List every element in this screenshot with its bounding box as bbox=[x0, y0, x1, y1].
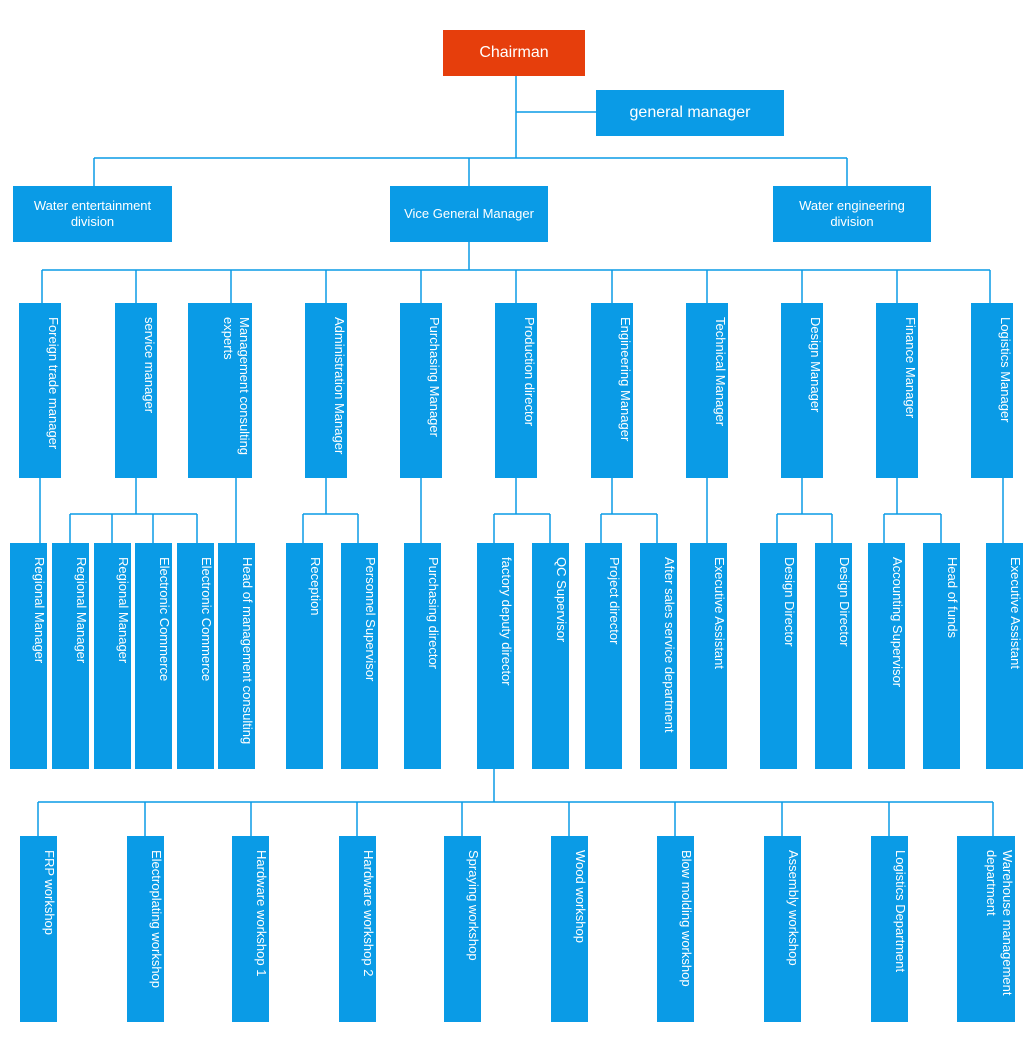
node-logistics-manager: Logistics Manager bbox=[971, 303, 1013, 478]
node-management-consulting-experts: Management consulting experts bbox=[188, 303, 252, 478]
node-hardware-workshop-2: Hardware workshop 2 bbox=[339, 836, 376, 1022]
node-chairman: Chairman bbox=[443, 30, 585, 76]
node-regional-manager-3: Regional Manager bbox=[94, 543, 131, 769]
node-frp-workshop: FRP workshop bbox=[20, 836, 57, 1022]
node-regional-manager-2: Regional Manager bbox=[52, 543, 89, 769]
node-production-director: Production director bbox=[495, 303, 537, 478]
node-personnel-supervisor: Personnel Supervisor bbox=[341, 543, 378, 769]
node-administration-manager: Administration Manager bbox=[305, 303, 347, 478]
node-regional-manager-1: Regional Manager bbox=[10, 543, 47, 769]
node-executive-assistant-2: Executive Assistant bbox=[986, 543, 1023, 769]
node-electronic-commerce-1: Electronic Commerce bbox=[135, 543, 172, 769]
node-accounting-supervisor: Accounting Supervisor bbox=[868, 543, 905, 769]
node-engineering-manager: Engineering Manager bbox=[591, 303, 633, 478]
node-general-manager: general manager bbox=[596, 90, 784, 136]
node-after-sales-service-department: After sales service department bbox=[640, 543, 677, 769]
node-hardware-workshop-1: Hardware workshop 1 bbox=[232, 836, 269, 1022]
node-purchasing-director: Purchasing director bbox=[404, 543, 441, 769]
node-spraying-workshop: Spraying workshop bbox=[444, 836, 481, 1022]
node-electroplating-workshop: Electroplating workshop bbox=[127, 836, 164, 1022]
node-technical-manager: Technical Manager bbox=[686, 303, 728, 478]
node-design-manager: Design Manager bbox=[781, 303, 823, 478]
node-design-director-2: Design Director bbox=[815, 543, 852, 769]
node-water-entertainment-division: Water entertainment division bbox=[13, 186, 172, 242]
node-assembly-workshop: Assembly workshop bbox=[764, 836, 801, 1022]
node-design-director-1: Design Director bbox=[760, 543, 797, 769]
node-vice-general-manager: Vice General Manager bbox=[390, 186, 548, 242]
node-finance-manager: Finance Manager bbox=[876, 303, 918, 478]
node-executive-assistant-1: Executive Assistant bbox=[690, 543, 727, 769]
node-foreign-trade-manager: Foreign trade manager bbox=[19, 303, 61, 478]
node-factory-deputy-director: factory deputy director bbox=[477, 543, 514, 769]
node-head-of-funds: Head of funds bbox=[923, 543, 960, 769]
node-project-director: Project director bbox=[585, 543, 622, 769]
node-service-manager: service manager bbox=[115, 303, 157, 478]
node-electronic-commerce-2: Electronic Commerce bbox=[177, 543, 214, 769]
node-warehouse-management-department: Warehouse management department bbox=[957, 836, 1015, 1022]
node-logistics-department: Logistics Department bbox=[871, 836, 908, 1022]
node-purchasing-manager: Purchasing Manager bbox=[400, 303, 442, 478]
node-blow-molding-workshop: Blow molding workshop bbox=[657, 836, 694, 1022]
node-wood-workshop: Wood workshop bbox=[551, 836, 588, 1022]
node-head-of-management-consulting: Head of management consulting bbox=[218, 543, 255, 769]
node-reception: Reception bbox=[286, 543, 323, 769]
node-qc-supervisor: QC Supervisor bbox=[532, 543, 569, 769]
node-water-engineering-division: Water engineering division bbox=[773, 186, 931, 242]
